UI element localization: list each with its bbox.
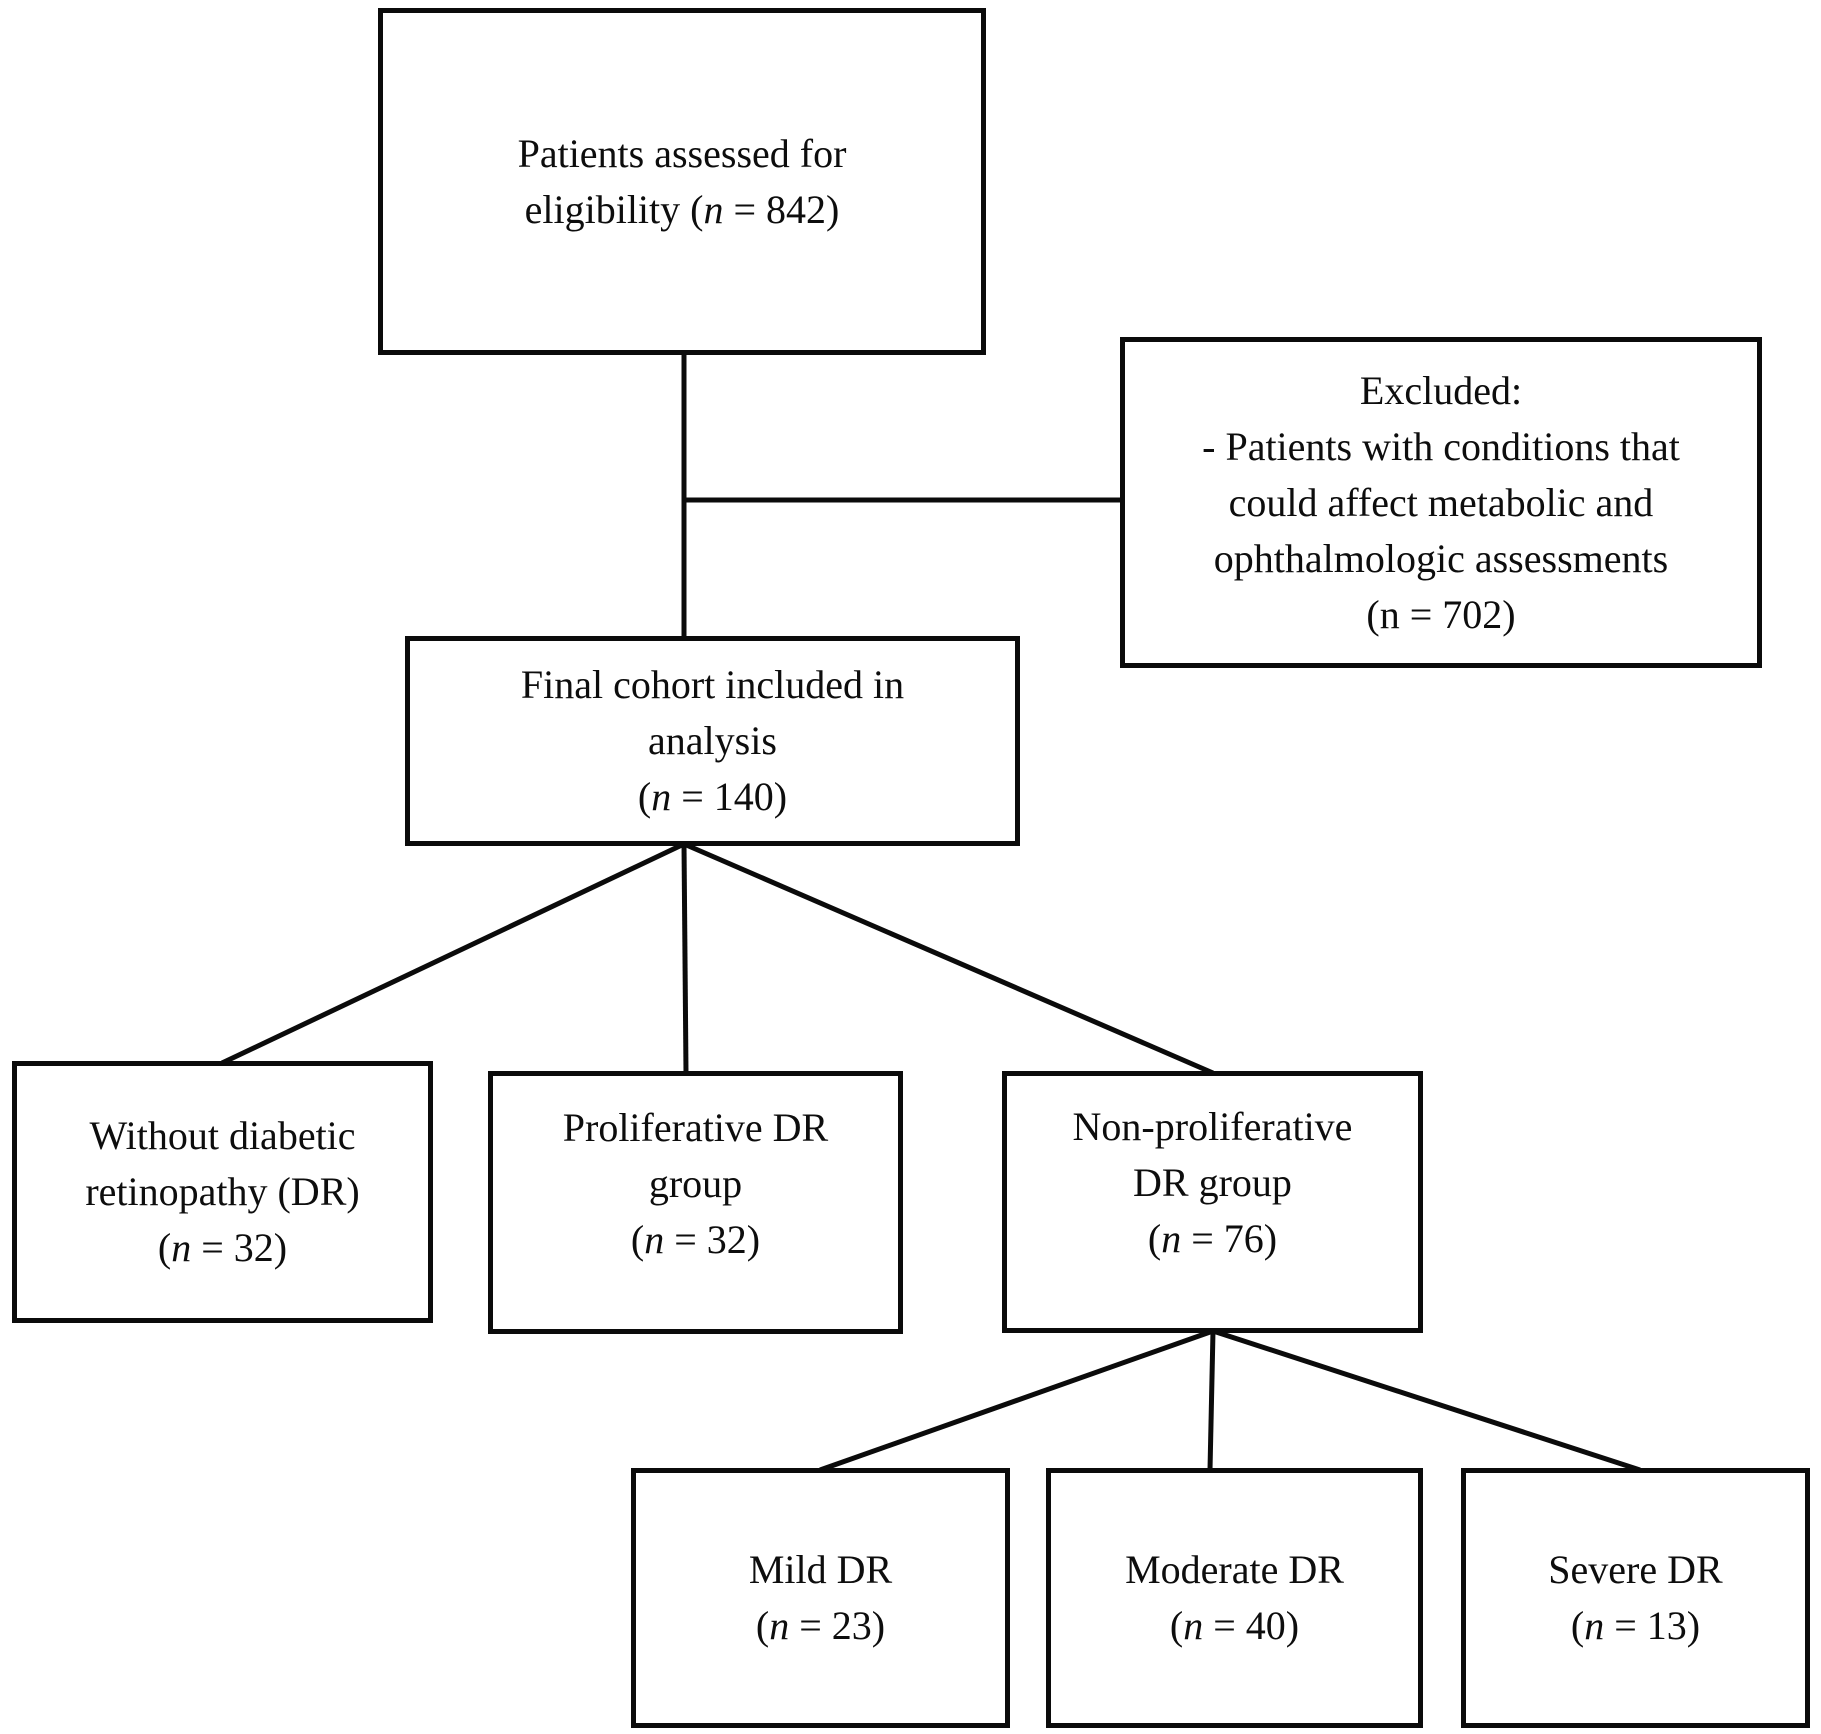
connector-final-to-proliferative xyxy=(681,843,689,1074)
connector-nonprolif-to-mild xyxy=(819,1328,1214,1473)
node-severe-dr-label: Severe DR(n = 13) xyxy=(1548,1547,1723,1648)
node-severe-dr: Severe DR(n = 13) xyxy=(1461,1468,1810,1728)
node-moderate-dr-label: Moderate DR(n = 40) xyxy=(1125,1547,1344,1648)
connector-final-to-without-dr xyxy=(220,841,686,1066)
connector-nonprolif-to-moderate xyxy=(1207,1330,1216,1471)
node-moderate-dr: Moderate DR(n = 40) xyxy=(1046,1468,1423,1728)
node-excluded-label: Excluded:- Patients with conditions that… xyxy=(1202,367,1680,637)
connector-nonprolif-to-severe xyxy=(1212,1328,1641,1473)
node-excluded: Excluded:- Patients with conditions that… xyxy=(1120,337,1762,668)
connector-final-to-non-proliferative xyxy=(683,841,1214,1076)
node-mild-dr: Mild DR(n = 23) xyxy=(631,1468,1010,1728)
node-mild-dr-label: Mild DR(n = 23) xyxy=(748,1547,893,1648)
